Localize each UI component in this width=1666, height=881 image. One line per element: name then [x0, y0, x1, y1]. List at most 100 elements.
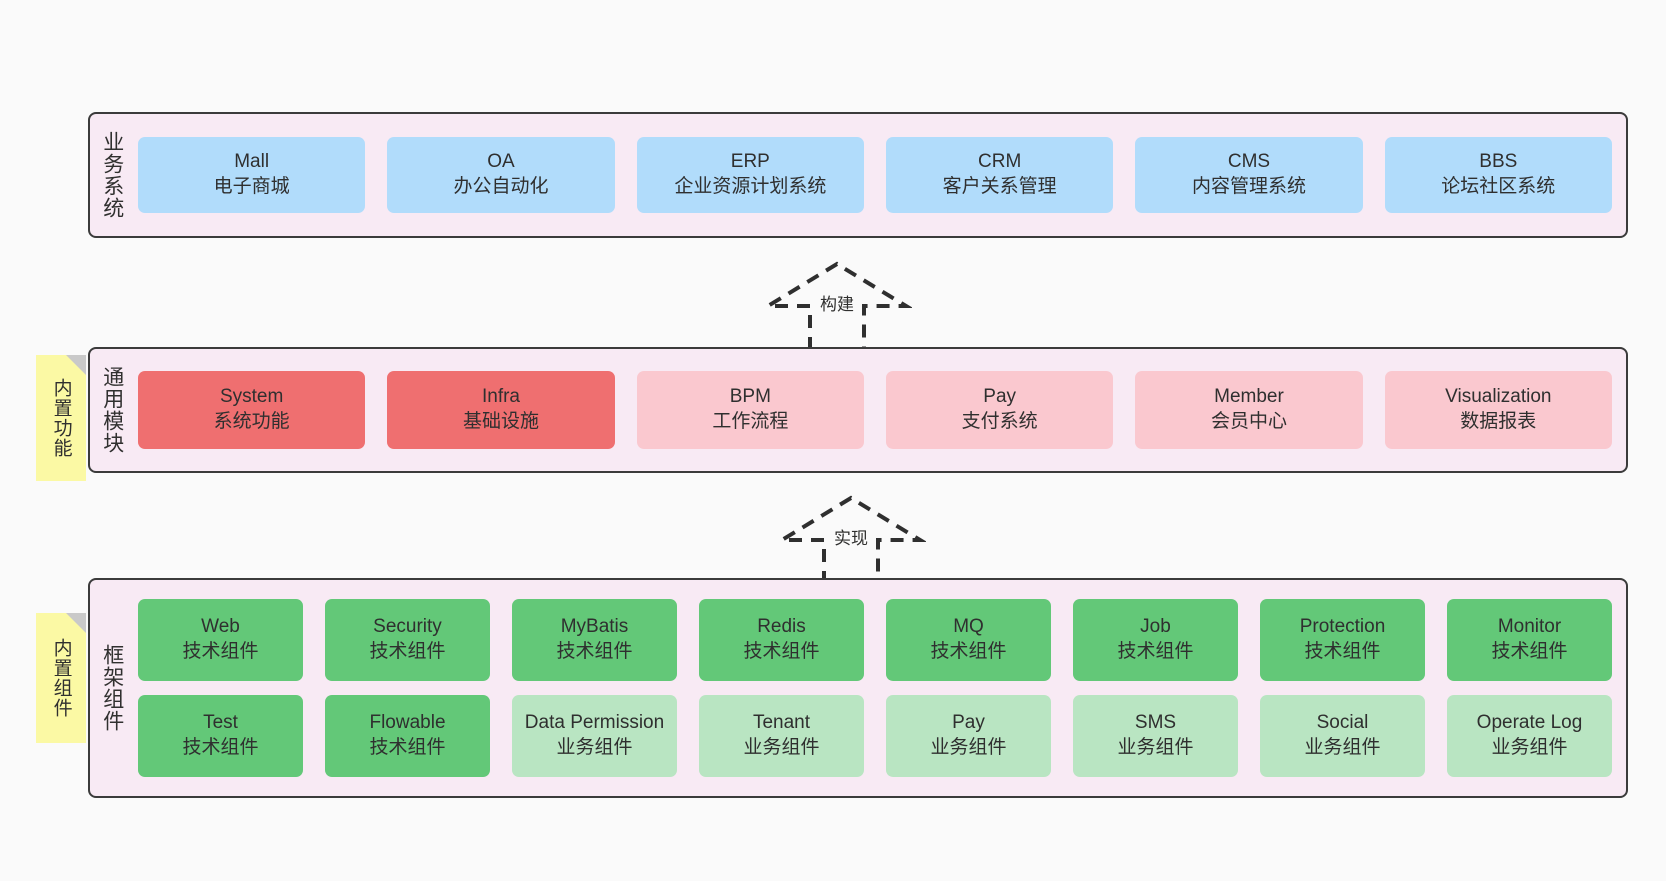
component-card-subtitle: 技术组件 [743, 641, 820, 662]
component-card-redis[interactable]: Redis 技术组件 [699, 599, 864, 681]
module-card-subtitle: 论坛社区系统 [1441, 176, 1556, 197]
connector-build: 构建 [762, 258, 912, 352]
module-card-subtitle: 电子商城 [213, 176, 290, 197]
module-card-infra[interactable]: Infra 基础设施 [387, 371, 615, 449]
component-card-operate-log[interactable]: Operate Log 业务组件 [1447, 695, 1612, 777]
sticky-note-builtin-features: 内置功能 [36, 355, 86, 481]
module-card-member[interactable]: Member 会员中心 [1135, 371, 1363, 449]
connector-implement: 实现 [776, 492, 926, 586]
sticky-note-builtin-components: 内置组件 [36, 613, 86, 743]
component-card-title: SMS [1134, 712, 1177, 734]
component-card-title: Tenant [752, 712, 811, 734]
module-card-subtitle: 支付系统 [961, 411, 1038, 432]
component-card-flowable[interactable]: Flowable 技术组件 [325, 695, 490, 777]
layer-row: Mall 电子商城 OA 办公自动化 ERP 企业资源计划系统 CRM 客户关系… [138, 137, 1612, 213]
component-card-subtitle: 技术组件 [556, 641, 633, 662]
layer-title-business-systems: 业务系统 [100, 131, 124, 219]
module-card-crm[interactable]: CRM 客户关系管理 [885, 137, 1114, 213]
note-fold-corner-icon [66, 355, 86, 375]
module-card-cms[interactable]: CMS 内容管理系统 [1135, 137, 1363, 213]
component-card-subtitle: 业务组件 [556, 737, 633, 758]
component-card-title: Flowable [369, 712, 446, 734]
module-card-system[interactable]: System 系统功能 [138, 371, 366, 449]
module-card-subtitle: 会员中心 [1210, 411, 1287, 432]
component-card-subtitle: 技术组件 [1491, 641, 1568, 662]
module-card-visualization[interactable]: Visualization 数据报表 [1384, 371, 1612, 449]
component-card-subtitle: 技术组件 [182, 737, 259, 758]
component-card-title: Redis [757, 616, 806, 638]
module-card-title: BPM [729, 386, 771, 408]
layer-body-common-modules: System 系统功能 Infra 基础设施 BPM 工作流程 Pay 支付系统… [134, 349, 1626, 471]
component-card-title: MQ [953, 616, 984, 638]
module-card-erp[interactable]: ERP 企业资源计划系统 [636, 137, 864, 213]
layer-row: Test 技术组件 Flowable 技术组件 Data Permission … [138, 695, 1612, 777]
component-card-title: Test [203, 712, 238, 734]
component-card-social[interactable]: Social 业务组件 [1260, 695, 1425, 777]
component-card-title: Operate Log [1476, 712, 1583, 734]
layer-framework-components: 框架组件 Web 技术组件 Security 技术组件 MyBatis 技术组件… [88, 578, 1628, 798]
component-card-mq[interactable]: MQ 技术组件 [886, 599, 1051, 681]
module-card-title: Infra [481, 386, 520, 408]
connector-label: 实现 [834, 529, 868, 548]
component-card-subtitle: 技术组件 [930, 641, 1007, 662]
component-card-title: MyBatis [560, 616, 629, 638]
module-card-subtitle: 数据报表 [1460, 411, 1537, 432]
module-card-oa[interactable]: OA 办公自动化 [387, 137, 615, 213]
component-card-tenant[interactable]: Tenant 业务组件 [699, 695, 864, 777]
module-card-bbs[interactable]: BBS 论坛社区系统 [1384, 137, 1612, 213]
component-card-mybatis[interactable]: MyBatis 技术组件 [512, 599, 677, 681]
connector-label: 构建 [820, 295, 854, 314]
component-card-subtitle: 技术组件 [369, 737, 446, 758]
component-card-title: Protection [1299, 616, 1386, 638]
module-card-title: BBS [1479, 151, 1518, 173]
component-card-job[interactable]: Job 技术组件 [1073, 599, 1238, 681]
component-card-title: Social [1316, 712, 1369, 734]
layer-body-business-systems: Mall 电子商城 OA 办公自动化 ERP 企业资源计划系统 CRM 客户关系… [134, 114, 1626, 236]
layer-title-common-modules: 通用模块 [100, 366, 124, 454]
component-card-pay[interactable]: Pay 业务组件 [886, 695, 1051, 777]
module-card-title: Member [1214, 386, 1284, 408]
layer-title-framework-components: 框架组件 [100, 644, 124, 732]
component-card-data-permission[interactable]: Data Permission 业务组件 [512, 695, 677, 777]
module-card-title: ERP [730, 151, 770, 173]
layer-business-systems: 业务系统 Mall 电子商城 OA 办公自动化 ERP 企业资源计划系统 CRM… [88, 112, 1628, 238]
sticky-note-label: 内置组件 [50, 638, 72, 718]
component-card-subtitle: 技术组件 [1304, 641, 1381, 662]
component-card-subtitle: 技术组件 [1117, 641, 1194, 662]
module-card-title: Pay [983, 386, 1017, 408]
module-card-pay[interactable]: Pay 支付系统 [885, 371, 1114, 449]
module-card-title: Visualization [1445, 386, 1552, 408]
component-card-test[interactable]: Test 技术组件 [138, 695, 303, 777]
component-card-monitor[interactable]: Monitor 技术组件 [1447, 599, 1612, 681]
module-card-mall[interactable]: Mall 电子商城 [138, 137, 366, 213]
component-card-subtitle: 技术组件 [369, 641, 446, 662]
module-card-title: OA [487, 151, 515, 173]
sticky-note-label: 内置功能 [50, 378, 72, 458]
component-card-title: Pay [952, 712, 985, 734]
component-card-subtitle: 技术组件 [182, 641, 259, 662]
component-card-subtitle: 业务组件 [1304, 737, 1381, 758]
component-card-subtitle: 业务组件 [743, 737, 820, 758]
component-card-title: Security [373, 616, 442, 638]
module-card-subtitle: 办公自动化 [453, 176, 549, 197]
module-card-subtitle: 系统功能 [213, 411, 290, 432]
module-card-title: System [219, 386, 284, 408]
module-card-title: CMS [1227, 151, 1271, 173]
component-card-protection[interactable]: Protection 技术组件 [1260, 599, 1425, 681]
module-card-subtitle: 工作流程 [712, 411, 789, 432]
component-card-sms[interactable]: SMS 业务组件 [1073, 695, 1238, 777]
layer-body-framework-components: Web 技术组件 Security 技术组件 MyBatis 技术组件 Redi… [134, 580, 1626, 796]
layer-common-modules: 通用模块 System 系统功能 Infra 基础设施 BPM 工作流程 Pay… [88, 347, 1628, 473]
dashed-up-arrow-icon [762, 261, 912, 352]
component-card-title: Job [1140, 616, 1171, 638]
component-card-subtitle: 业务组件 [1491, 737, 1568, 758]
component-card-web[interactable]: Web 技术组件 [138, 599, 303, 681]
module-card-bpm[interactable]: BPM 工作流程 [636, 371, 864, 449]
layer-row: System 系统功能 Infra 基础设施 BPM 工作流程 Pay 支付系统… [138, 371, 1612, 449]
note-fold-corner-icon [66, 613, 86, 633]
component-card-title: Data Permission [524, 712, 665, 734]
layer-row: Web 技术组件 Security 技术组件 MyBatis 技术组件 Redi… [138, 599, 1612, 681]
component-card-title: Monitor [1497, 616, 1562, 638]
component-card-security[interactable]: Security 技术组件 [325, 599, 490, 681]
